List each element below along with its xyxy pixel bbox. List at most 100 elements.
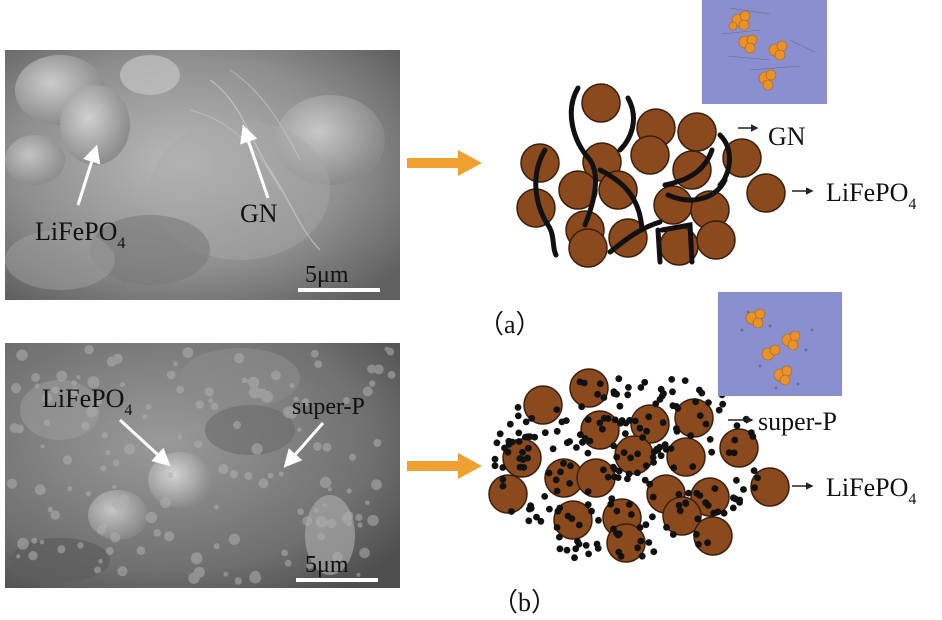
lfp-particle <box>746 173 786 213</box>
superp-particle <box>572 545 580 553</box>
superp-particle <box>702 420 710 428</box>
sem-texture <box>345 520 352 527</box>
superp-particle <box>600 394 608 401</box>
superp-particle <box>610 442 618 450</box>
schematic-b <box>488 368 790 563</box>
superp-particle <box>616 402 624 410</box>
sem-texture <box>34 484 46 496</box>
superp-particle <box>625 384 632 391</box>
sem-texture <box>11 383 22 394</box>
superp-particle <box>731 436 739 444</box>
sem-texture <box>319 476 332 489</box>
sem-texture <box>84 345 94 355</box>
superp-particle <box>541 493 549 500</box>
superp-particle <box>611 473 618 481</box>
superp-particle <box>643 427 650 435</box>
lfp-particle <box>696 220 736 260</box>
superp-particle <box>556 504 564 512</box>
superp-particle <box>617 419 624 427</box>
superp-particle <box>505 437 513 445</box>
superp-particle <box>493 439 501 447</box>
sem-texture <box>297 508 304 515</box>
superp-particle <box>546 505 553 513</box>
superp-particle <box>637 537 645 545</box>
superp-particle <box>615 375 623 383</box>
superp-particle <box>581 435 589 442</box>
superp-particle <box>525 517 533 525</box>
sem-texture <box>124 443 136 455</box>
sem-a-arrow-gn <box>240 124 270 199</box>
superp-particle <box>715 406 723 414</box>
sem-texture <box>355 513 363 522</box>
superp-particle <box>508 508 515 515</box>
sem-texture <box>105 547 114 555</box>
sem-texture <box>314 360 323 368</box>
superp-particle <box>528 414 536 422</box>
superp-particle <box>608 495 616 503</box>
sem-texture <box>223 571 229 577</box>
superp-particle <box>515 429 523 437</box>
superp-particle <box>526 433 534 440</box>
superp-particle <box>626 501 633 508</box>
sem-texture <box>193 566 205 578</box>
superp-particle <box>656 443 664 451</box>
sem-texture <box>112 484 117 489</box>
superp-particle <box>615 467 623 475</box>
sem-texture <box>142 414 148 420</box>
superp-particle <box>575 521 583 529</box>
sem-texture <box>306 561 314 569</box>
superp-particle <box>693 531 700 538</box>
graphene-sheet <box>617 95 636 153</box>
sem-a-arrow-lfp <box>76 144 101 206</box>
sem-texture <box>164 531 175 542</box>
superp-particle <box>751 484 758 492</box>
sem-texture <box>208 398 214 403</box>
graphene-sheet <box>607 219 663 255</box>
schematic-a-label-gn: GN <box>768 122 806 151</box>
superp-particle <box>657 385 665 393</box>
superp-particle <box>599 425 606 433</box>
sem-b-label-lfp: LiFePO4 <box>42 384 132 419</box>
sem-texture <box>85 491 91 497</box>
sem-texture <box>218 464 229 475</box>
superp-particle <box>725 449 733 456</box>
lfp-particle <box>719 428 759 468</box>
superp-particle <box>560 459 567 467</box>
superp-particle <box>668 376 676 383</box>
caption-a: （a） <box>478 310 542 339</box>
superp-particle <box>652 400 660 408</box>
sem-texture <box>317 532 326 541</box>
superp-particle <box>646 480 654 488</box>
superp-particle <box>628 511 635 518</box>
superp-particle <box>515 438 523 445</box>
superp-particle <box>514 412 522 420</box>
schematic-b-label-lfp: LiFePO4 <box>826 473 916 508</box>
superp-particle <box>689 463 697 470</box>
lfp-particle <box>690 477 730 517</box>
sem-texture <box>119 382 125 388</box>
superp-particle <box>736 499 743 506</box>
sem-texture <box>322 442 332 452</box>
scale-label-a: 5μm <box>305 262 349 288</box>
sem-texture <box>367 364 377 374</box>
superp-particle <box>522 418 530 426</box>
superp-particle <box>670 464 678 472</box>
sem-texture <box>39 539 45 545</box>
sem-texture <box>57 545 66 554</box>
superp-particle <box>545 469 553 477</box>
sem-texture <box>77 542 84 549</box>
sem-texture <box>153 529 161 537</box>
superp-particle <box>704 539 711 547</box>
superp-particle <box>549 445 557 453</box>
sem-texture <box>101 432 108 439</box>
superp-particle <box>636 524 644 531</box>
sem-texture <box>100 465 107 472</box>
sem-texture <box>213 504 219 510</box>
sem-texture <box>31 537 38 544</box>
sem-texture <box>343 397 350 404</box>
sem-texture <box>182 347 194 358</box>
sem-texture <box>234 353 245 364</box>
superp-particle <box>649 513 656 521</box>
superp-particle <box>636 424 644 432</box>
lfp-particle <box>653 185 693 225</box>
